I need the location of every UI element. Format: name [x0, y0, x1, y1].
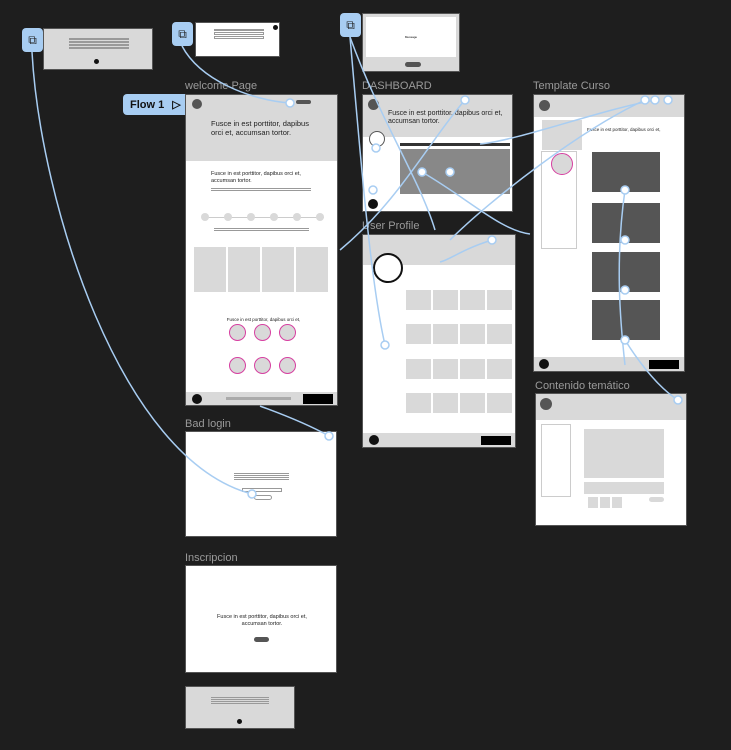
message-modal[interactable]: Message: [362, 13, 460, 72]
course-heading: Fusce in est porttitor, dapibus orci et,: [587, 127, 661, 132]
login-modal[interactable]: [195, 22, 280, 57]
modal-message: Message: [366, 17, 456, 57]
inscripcion-heading: Fusce in est porttitor, dapibus orci et,…: [217, 614, 307, 627]
close-icon[interactable]: [273, 25, 278, 30]
dashboard-frame[interactable]: Fusce in est porttitor, dapibus orci et,…: [362, 94, 513, 212]
section-heading: Fusce in est porttitor, dapibus orci et,…: [211, 171, 301, 184]
submit-button[interactable]: [254, 637, 269, 642]
frame-label: welcome Page: [185, 80, 258, 92]
overlay-frame-icon[interactable]: ⧉: [22, 28, 43, 52]
flow-label: Flow 1: [130, 98, 165, 111]
login-button[interactable]: [296, 100, 311, 104]
user-profile-frame[interactable]: [362, 234, 516, 448]
bad-login-frame[interactable]: [185, 431, 337, 537]
frame-label: DASHBOARD: [362, 80, 432, 92]
circles-heading: Fusce in est porttitor, dapibus orci et,: [226, 317, 301, 322]
inscripcion-frame[interactable]: Fusce in est porttitor, dapibus orci et,…: [185, 565, 337, 673]
overlay-frame-icon[interactable]: ⧉: [340, 13, 361, 37]
frame-label: Contenido temático: [535, 380, 630, 392]
play-icon: ▷: [172, 99, 181, 111]
dashboard-heading: Fusce in est porttitor, dapibus orci et,…: [388, 110, 503, 126]
frame-label: Inscripcion: [185, 552, 238, 564]
template-curso-frame[interactable]: Fusce in est porttitor, dapibus orci et,: [533, 94, 685, 372]
close-icon[interactable]: [237, 719, 242, 724]
retry-button[interactable]: [254, 495, 272, 500]
frame-label: User Profile: [362, 220, 420, 232]
frame-label: Bad login: [185, 418, 231, 430]
welcome-page-frame[interactable]: Fusce in est porttitor, dapibus orci et,…: [185, 94, 338, 406]
overlay-frame-2[interactable]: [185, 686, 295, 729]
overlay-frame-icon[interactable]: ⧉: [172, 22, 193, 46]
frame-label: Template Curso: [533, 80, 611, 92]
close-icon[interactable]: [94, 59, 99, 64]
contenido-tematico-frame[interactable]: [535, 393, 687, 526]
ok-button[interactable]: [405, 62, 421, 67]
flow-start-button[interactable]: Flow 1 ▷: [123, 94, 185, 115]
hero-heading: Fusce in est porttitor, dapibus orci et,…: [211, 119, 309, 137]
overlay-frame-1[interactable]: [43, 28, 153, 70]
